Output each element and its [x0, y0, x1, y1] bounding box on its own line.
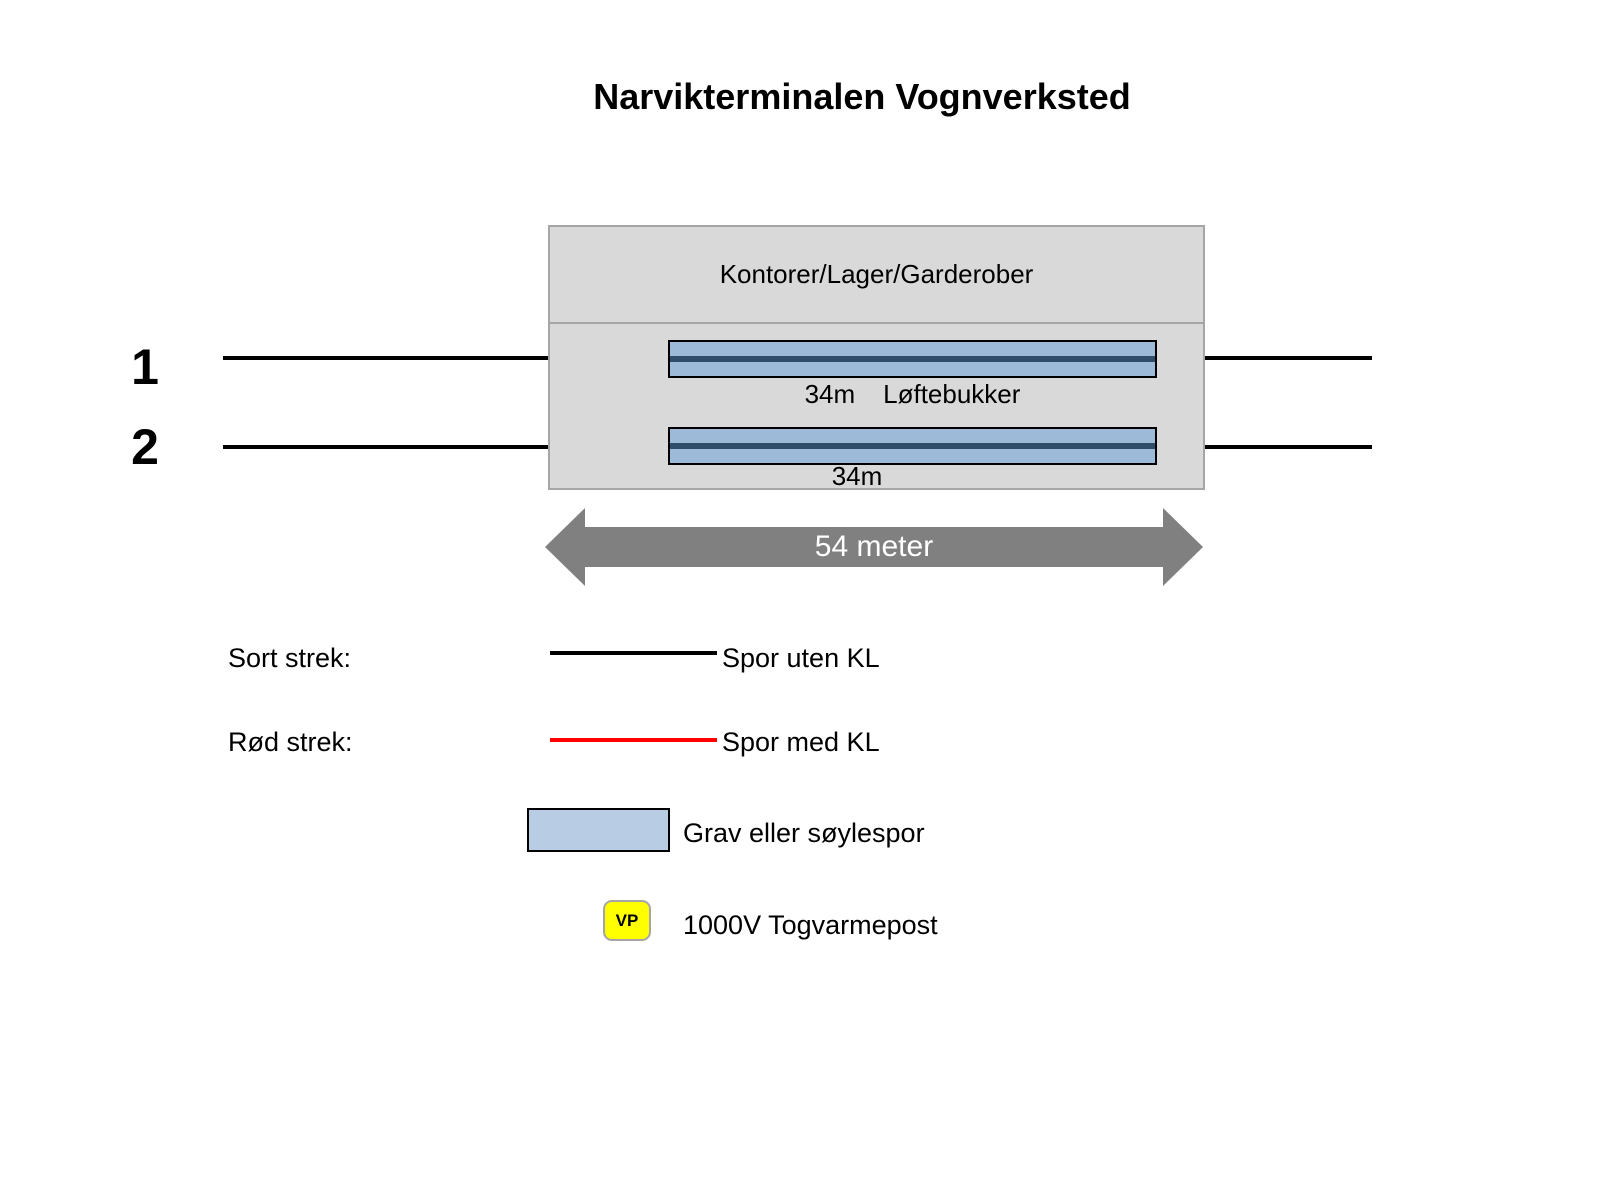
legend-desc-track-with-kl: Spor med KL [722, 727, 880, 757]
building-header: Kontorer/Lager/Garderober [550, 227, 1203, 324]
legend-desc-pit-track: Grav eller søylespor [683, 818, 925, 848]
pit-1-length-label: 34m [804, 379, 856, 409]
pit-track-2-stripe [670, 443, 1155, 449]
vp-badge-label: VP [615, 910, 639, 930]
pit-1-caption-row: 34m Løftebukker [668, 379, 1157, 409]
dimension-arrow-icon [545, 508, 1203, 586]
pit-track-swatch-icon [527, 808, 670, 852]
red-line-sample-icon [550, 738, 717, 742]
black-line-sample-icon [550, 651, 717, 655]
page-title: Narvikterminalen Vognverksted [593, 76, 1131, 117]
legend-desc-track-without-kl: Spor uten KL [722, 643, 880, 673]
track-1-number: 1 [131, 339, 159, 395]
pit-track-1 [668, 340, 1157, 378]
legend-key-red-line: Rød strek: [228, 727, 353, 757]
pit-track-2 [668, 427, 1157, 465]
pit-2-length-label: 34m [831, 461, 883, 491]
building-label: Kontorer/Lager/Garderober [719, 259, 1034, 289]
legend-desc-train-heating-post: 1000V Togvarmepost [683, 910, 938, 940]
legend-key-black-line: Sort strek: [228, 643, 352, 673]
track-2-number: 2 [131, 419, 159, 475]
lifting-jacks-label: Løftebukker [883, 379, 1021, 409]
pit-track-1-stripe [670, 356, 1155, 362]
train-heating-post-badge-icon: VP [603, 900, 651, 941]
dimension-label: 54 meter [814, 530, 934, 563]
